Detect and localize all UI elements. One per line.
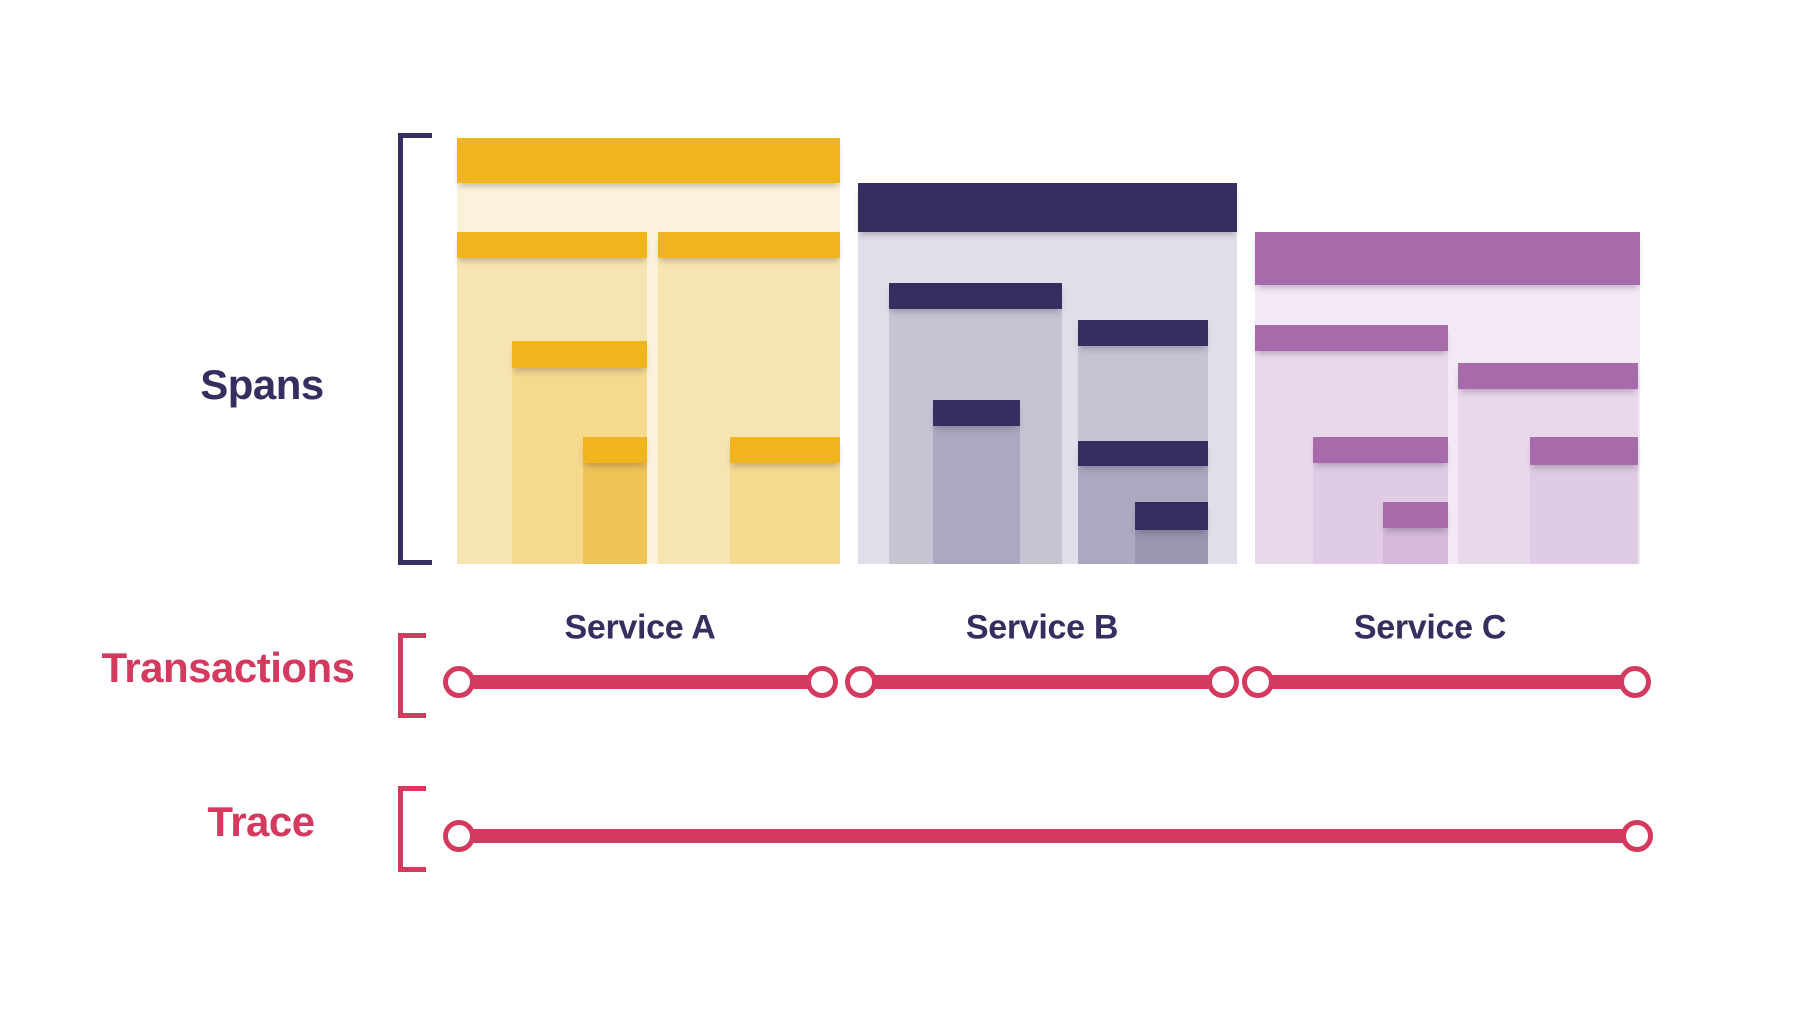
span-bar	[889, 283, 1062, 309]
span-bar	[858, 183, 1237, 232]
transaction-end-circle	[806, 666, 838, 698]
transactions-bracket	[398, 633, 426, 718]
spans-bracket	[398, 133, 432, 565]
service-a-label: Service A	[564, 608, 716, 647]
transactions-section-label: Transactions	[101, 644, 355, 691]
trace-start-circle	[443, 820, 475, 852]
span-bar	[457, 232, 647, 258]
service-c-label: Service C	[1353, 608, 1507, 647]
span-bar	[1458, 363, 1638, 389]
transaction-end-circle	[1207, 666, 1239, 698]
transaction-start-circle	[845, 666, 877, 698]
span-bar	[1135, 502, 1208, 530]
span-bar	[512, 341, 647, 368]
span-bar	[583, 437, 647, 463]
trace-section-label: Trace	[207, 798, 315, 845]
span-bar	[1383, 502, 1448, 528]
trace-line	[459, 829, 1637, 843]
transaction-line	[861, 675, 1223, 689]
span-bar	[730, 437, 840, 463]
span-body	[730, 463, 840, 564]
span-bar	[1255, 325, 1448, 351]
transaction-end-circle	[1619, 666, 1651, 698]
span-bar	[658, 232, 840, 258]
span-body	[1383, 528, 1448, 564]
transaction-line	[1258, 675, 1635, 689]
transaction-start-circle	[443, 666, 475, 698]
transaction-line	[459, 675, 822, 689]
span-body	[583, 463, 647, 564]
span-bar	[1078, 320, 1208, 346]
span-body	[933, 426, 1020, 564]
spans-section-label: Spans	[200, 361, 324, 408]
trace-bracket	[398, 786, 426, 872]
trace-end-circle	[1621, 820, 1653, 852]
span-bar	[1078, 441, 1208, 466]
span-bar	[933, 400, 1020, 426]
span-body	[1530, 465, 1638, 564]
span-bar	[1255, 232, 1640, 285]
span-bar	[1530, 437, 1638, 465]
transaction-start-circle	[1242, 666, 1274, 698]
span-bar	[457, 138, 840, 183]
span-bar	[1313, 437, 1448, 463]
service-b-label: Service B	[965, 608, 1119, 647]
span-body	[1135, 530, 1208, 564]
